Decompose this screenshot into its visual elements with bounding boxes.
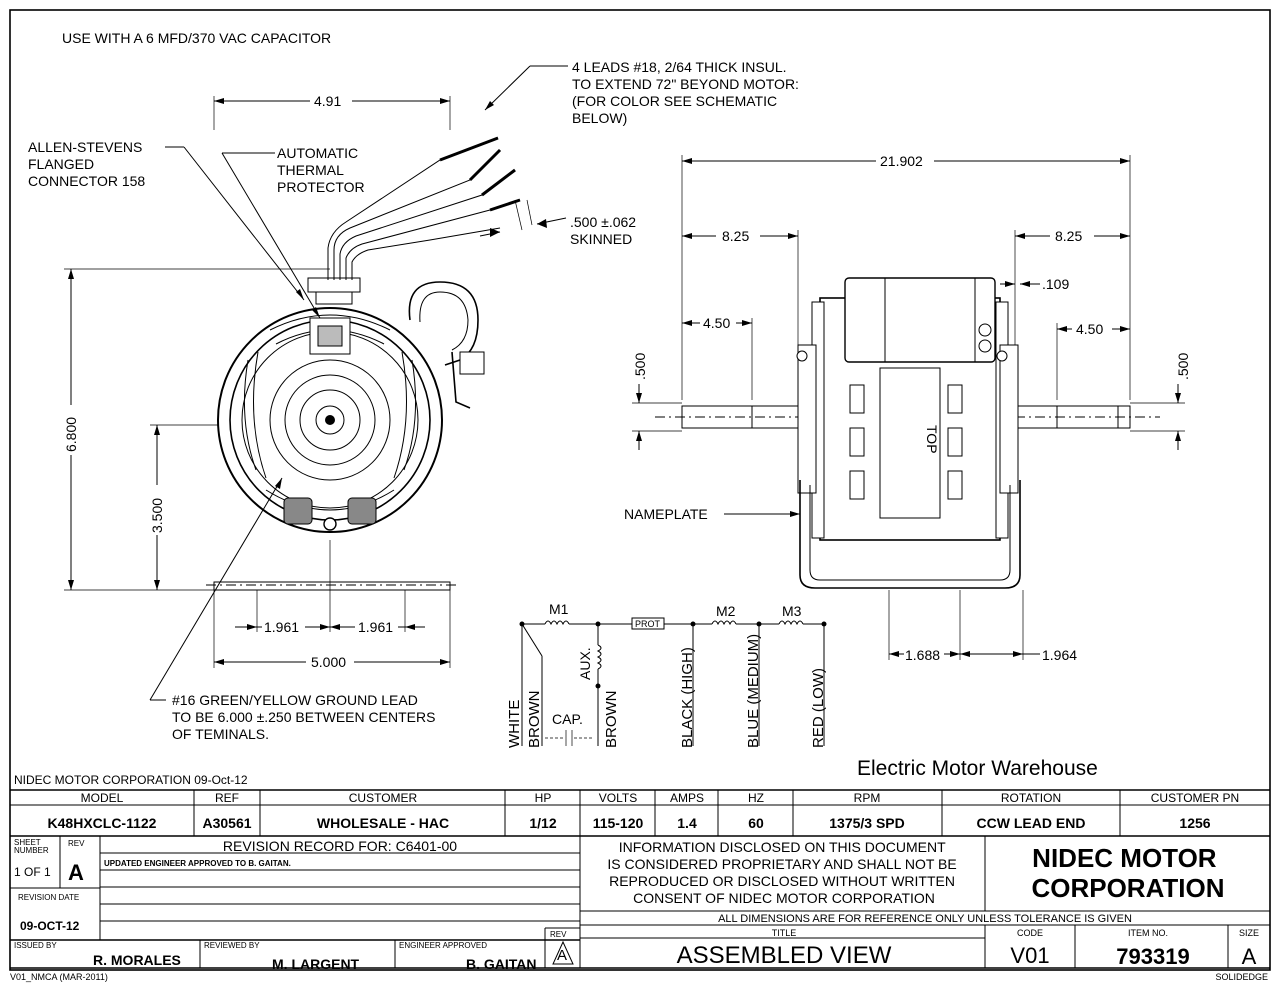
skinned-note: .500 ±.062 SKINNED xyxy=(570,214,640,247)
connector-note: ALLEN-STEVENS FLANGED CONNECTOR 158 xyxy=(28,139,146,189)
lead-brown-2: BROWN xyxy=(603,691,620,749)
code-label: CODE xyxy=(1017,928,1043,938)
hdr-ref: REF xyxy=(215,791,239,805)
issued-label: ISSUED BY xyxy=(14,941,57,950)
hdr-volts: VOLTS xyxy=(599,791,637,805)
val-customer: WHOLESALE - HAC xyxy=(317,815,449,831)
revision-line: UPDATED ENGINEER APPROVED TO B. GAITAN. xyxy=(104,859,291,868)
revision-title: REVISION RECORD FOR: C6401-00 xyxy=(223,838,457,854)
title-block: MODEL REF CUSTOMER HP VOLTS AMPS HZ RPM … xyxy=(10,789,1270,972)
dim-front-half-right: 1.961 xyxy=(358,619,393,635)
company-name: NIDEC MOTOR CORPORATION xyxy=(1031,843,1224,903)
reviewed-label: REVIEWED BY xyxy=(204,941,260,950)
front-view: 4.91 6.800 3.500 xyxy=(28,59,803,742)
sheet-number: 1 OF 1 xyxy=(14,865,51,879)
rev2-value: A xyxy=(557,947,567,964)
dim-right-flat: 4.50 xyxy=(1076,321,1103,337)
aux-label: AUX. xyxy=(577,647,593,680)
dim-front-width: 4.91 xyxy=(314,93,341,109)
m2-label: M2 xyxy=(716,603,736,619)
m1-label: M1 xyxy=(549,601,569,617)
footer-left: V01_NMCA (MAR-2011) xyxy=(10,972,108,982)
dim-front-base: 5.000 xyxy=(311,654,346,670)
side-view: 21.902 8.25 8.25 .109 4.50 4.5 xyxy=(624,153,1191,663)
dim-left-flat: 4.50 xyxy=(703,315,730,331)
rev-label: REV xyxy=(68,839,85,848)
dim-bottom-left: 1.688 xyxy=(905,647,940,663)
engineer-approved: B. GAITAN xyxy=(466,956,537,972)
thermal-note: AUTOMATIC THERMAL PROTECTOR xyxy=(277,145,365,195)
hdr-customer: CUSTOMER xyxy=(349,791,418,805)
company-line: NIDEC MOTOR CORPORATION 09-Oct-12 xyxy=(14,773,248,787)
wiring-schematic: PROT M1 M2 M3 CAP. AUX. WHITE BROWN xyxy=(506,601,827,748)
disclaimer: INFORMATION DISCLOSED ON THIS DOCUMENT I… xyxy=(607,839,960,906)
val-amps: 1.4 xyxy=(677,815,697,831)
item-label: ITEM NO. xyxy=(1128,928,1168,938)
m3-label: M3 xyxy=(782,603,802,619)
hdr-rpm: RPM xyxy=(854,791,881,805)
val-ref: A30561 xyxy=(202,815,251,831)
sheet-border xyxy=(9,9,1271,971)
top-label: TOP xyxy=(924,425,940,454)
code-value: V01 xyxy=(1010,943,1049,968)
dim-right-diameter: .500 xyxy=(1175,353,1191,380)
dim-front-half-left: 1.961 xyxy=(264,619,299,635)
lead-red: RED (LOW) xyxy=(810,668,827,748)
cap-label: CAP. xyxy=(552,711,583,727)
ground-note: #16 GREEN/YELLOW GROUND LEAD TO BE 6.000… xyxy=(172,692,439,742)
rev-value: A xyxy=(68,860,84,885)
revision-date: 09-OCT-12 xyxy=(20,919,80,933)
rev2-label: REV xyxy=(550,930,567,939)
hdr-hz: HZ xyxy=(748,791,764,805)
dim-front-height: 6.800 xyxy=(63,417,79,452)
lead-blue: BLUE (MEDIUM) xyxy=(745,634,762,748)
val-volts: 115-120 xyxy=(593,815,644,831)
lead-black: BLACK (HIGH) xyxy=(679,647,696,748)
item-number: 793319 xyxy=(1116,944,1189,969)
dims-note: ALL DIMENSIONS ARE FOR REFERENCE ONLY UN… xyxy=(718,913,1132,925)
dim-left-shaft: 8.25 xyxy=(722,228,749,244)
lead-brown-1: BROWN xyxy=(526,691,543,749)
val-model: K48HXCLC-1122 xyxy=(48,815,157,831)
sheet-number-label: SHEET NUMBER xyxy=(14,838,49,855)
val-hp: 1/12 xyxy=(529,815,556,831)
drawing-title: ASSEMBLED VIEW xyxy=(677,942,892,969)
dim-gap: .109 xyxy=(1042,276,1069,292)
val-rpm: 1375/3 SPD xyxy=(829,815,905,831)
val-rotation: CCW LEAD END xyxy=(977,815,1086,831)
leads-note: 4 LEADS #18, 2/64 THICK INSUL. TO EXTEND… xyxy=(572,59,803,126)
revision-date-label: REVISION DATE xyxy=(18,893,79,902)
title-label: TITLE xyxy=(772,928,797,938)
reviewed-by: M. LARGENT xyxy=(272,956,360,972)
issued-by: R. MORALES xyxy=(93,952,181,968)
hdr-model: MODEL xyxy=(81,791,124,805)
size-label: SIZE xyxy=(1239,928,1259,938)
hdr-hp: HP xyxy=(535,791,552,805)
nameplate-label: NAMEPLATE xyxy=(624,506,708,522)
dim-overall-length: 21.902 xyxy=(880,153,923,169)
engineer-label: ENGINEER APPROVED xyxy=(399,941,487,950)
hdr-amps: AMPS xyxy=(670,791,704,805)
dim-bottom-right: 1.964 xyxy=(1042,647,1077,663)
footer-right: SOLIDEDGE xyxy=(1215,972,1268,982)
dealer-name: Electric Motor Warehouse xyxy=(857,757,1098,780)
hdr-rotation: ROTATION xyxy=(1001,791,1061,805)
capacitor-note: USE WITH A 6 MFD/370 VAC CAPACITOR xyxy=(62,30,331,46)
val-customer-pn: 1256 xyxy=(1179,815,1210,831)
dim-right-shaft: 8.25 xyxy=(1055,228,1082,244)
prot-label: PROT xyxy=(635,619,661,629)
hdr-customer-pn: CUSTOMER PN xyxy=(1151,791,1239,805)
lead-white: WHITE xyxy=(506,700,523,748)
dim-left-diameter: .500 xyxy=(632,353,648,380)
size-value: A xyxy=(1242,944,1257,969)
dim-front-center: 3.500 xyxy=(149,498,165,533)
val-hz: 60 xyxy=(748,815,764,831)
